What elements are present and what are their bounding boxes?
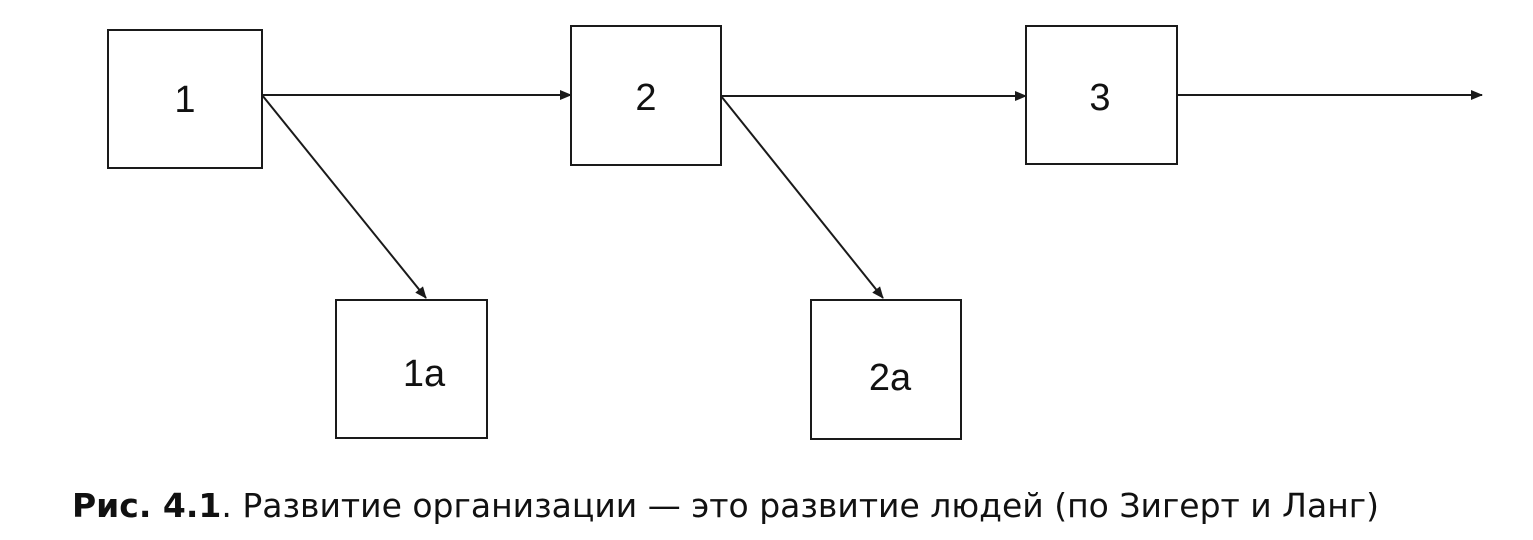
node-3-label: 3 [1089, 77, 1110, 119]
node-3-box [1025, 25, 1178, 165]
node-1a-label: 1а [403, 353, 446, 395]
node-1-box [107, 29, 263, 169]
figure-caption-text: . Развитие организации — это развитие лю… [221, 486, 1380, 525]
node-1-label: 1 [174, 79, 195, 121]
figure-caption-label: Рис. 4.1 [72, 486, 222, 525]
node-2: 2 [570, 25, 722, 166]
node-2a-label: 2а [869, 357, 912, 399]
node-1: 1 [107, 29, 263, 169]
node-2a-box [810, 299, 962, 440]
node-1a-box [335, 299, 488, 439]
edge-1-to-1a [261, 94, 427, 299]
development-diagram: 1 2 3 1а 2а [107, 25, 1483, 440]
node-2-label: 2 [635, 77, 656, 119]
node-1a: 1а [335, 299, 488, 439]
node-3: 3 [1025, 25, 1178, 165]
node-2a: 2а [810, 299, 962, 440]
figure-caption: Рис. 4.1. Развитие организации — это раз… [72, 486, 1379, 525]
node-2-box [570, 25, 722, 166]
edge-2-to-2a [720, 95, 884, 299]
